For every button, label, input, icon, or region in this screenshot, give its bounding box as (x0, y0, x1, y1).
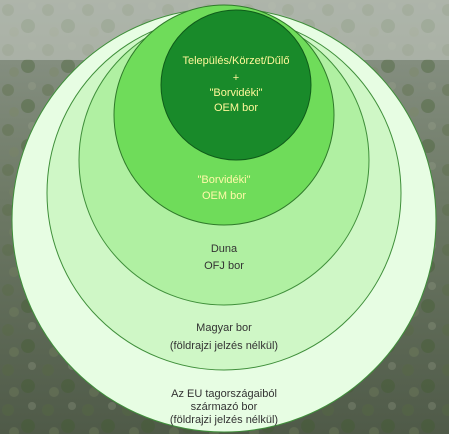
circle-duna-ofj-line-1: Duna (211, 243, 238, 255)
circle-telepules-oem-line-3: "Borvidéki" (209, 87, 262, 99)
circle-telepules-oem-line-1: Település/Körzet/Dűlő (182, 55, 289, 67)
circle-duna-ofj-line-2: OFJ bor (204, 260, 244, 272)
circle-eu-wine-line-2: származó bor (191, 401, 258, 413)
circle-borvideki-oem-line-1: "Borvidéki" (197, 174, 250, 186)
circle-telepules-oem-line-2: + (233, 72, 239, 84)
circle-eu-wine-line-1: Az EU tagországaiból (171, 388, 277, 400)
circle-telepules-oem-line-4: OEM bor (214, 102, 258, 114)
circle-hungarian-wine-line-1: Magyar bor (196, 322, 252, 334)
circle-hungarian-wine-line-2: (földrajzi jelzés nélkül) (170, 340, 278, 352)
circle-telepules-oem: Település/Körzet/Dűlő + "Borvidéki" OEM … (160, 9, 312, 161)
circle-eu-wine-line-3: (földrajzi jelzés nélkül) (170, 414, 278, 426)
circle-borvideki-oem-line-2: OEM bor (202, 190, 246, 202)
